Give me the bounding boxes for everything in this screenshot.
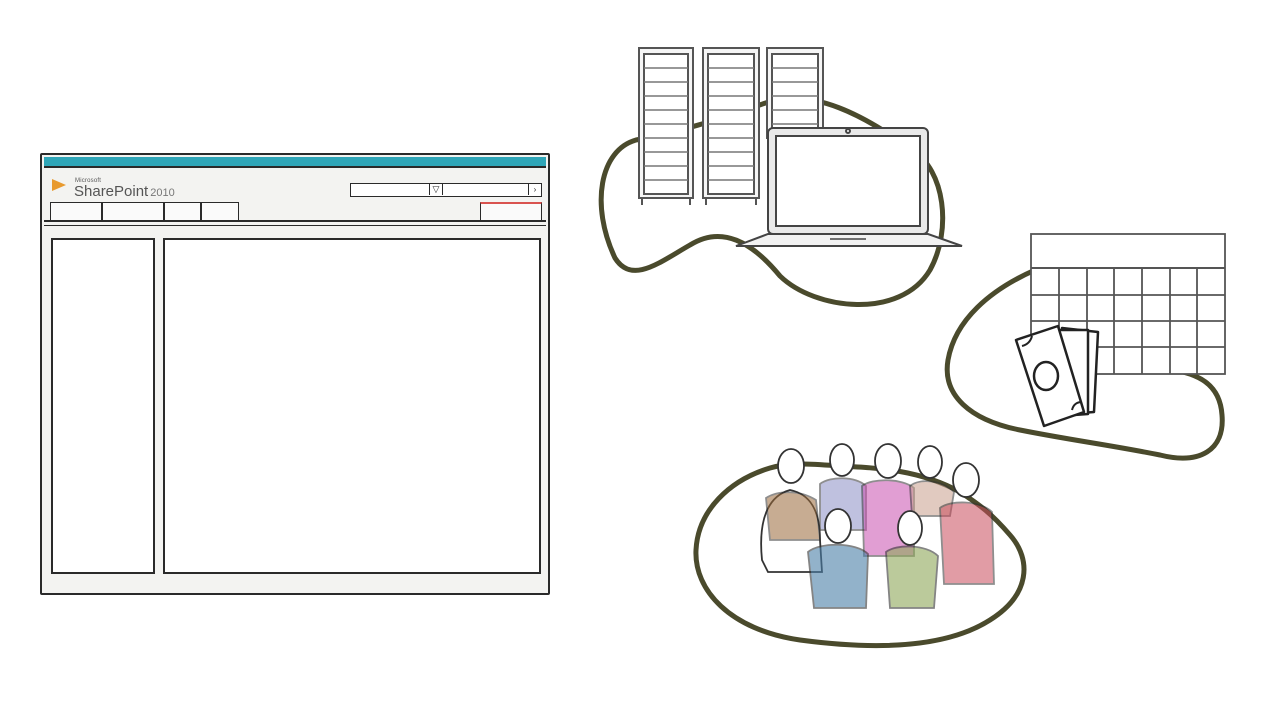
search-button[interactable]: › — [528, 184, 541, 195]
team-icon — [760, 443, 995, 609]
money-icon — [1014, 324, 1100, 428]
search-scope-dropdown[interactable]: ▽ — [429, 184, 443, 195]
nav-tab[interactable] — [102, 202, 164, 220]
product-name: SharePoint — [74, 183, 149, 200]
nav-tab[interactable] — [164, 202, 201, 220]
server-rack-icon — [766, 47, 824, 139]
quick-launch-panel[interactable] — [51, 238, 155, 574]
ribbon-divider — [44, 225, 546, 226]
server-rack-icon — [638, 47, 694, 205]
nav-tab[interactable] — [50, 202, 102, 220]
search-box[interactable]: ▽ › — [350, 183, 542, 197]
product-version: 2010 — [150, 187, 175, 199]
brand-prefix: Microsoft — [75, 178, 102, 184]
main-content-area[interactable] — [163, 238, 541, 574]
laptop-icon — [735, 127, 963, 247]
nav-tab[interactable] — [201, 202, 239, 220]
sharepoint-logo-icon — [52, 179, 66, 191]
site-actions-button[interactable] — [480, 202, 542, 220]
sharepoint-top-bar — [44, 157, 546, 168]
server-rack-icon — [702, 47, 760, 205]
ribbon-divider — [44, 220, 546, 222]
